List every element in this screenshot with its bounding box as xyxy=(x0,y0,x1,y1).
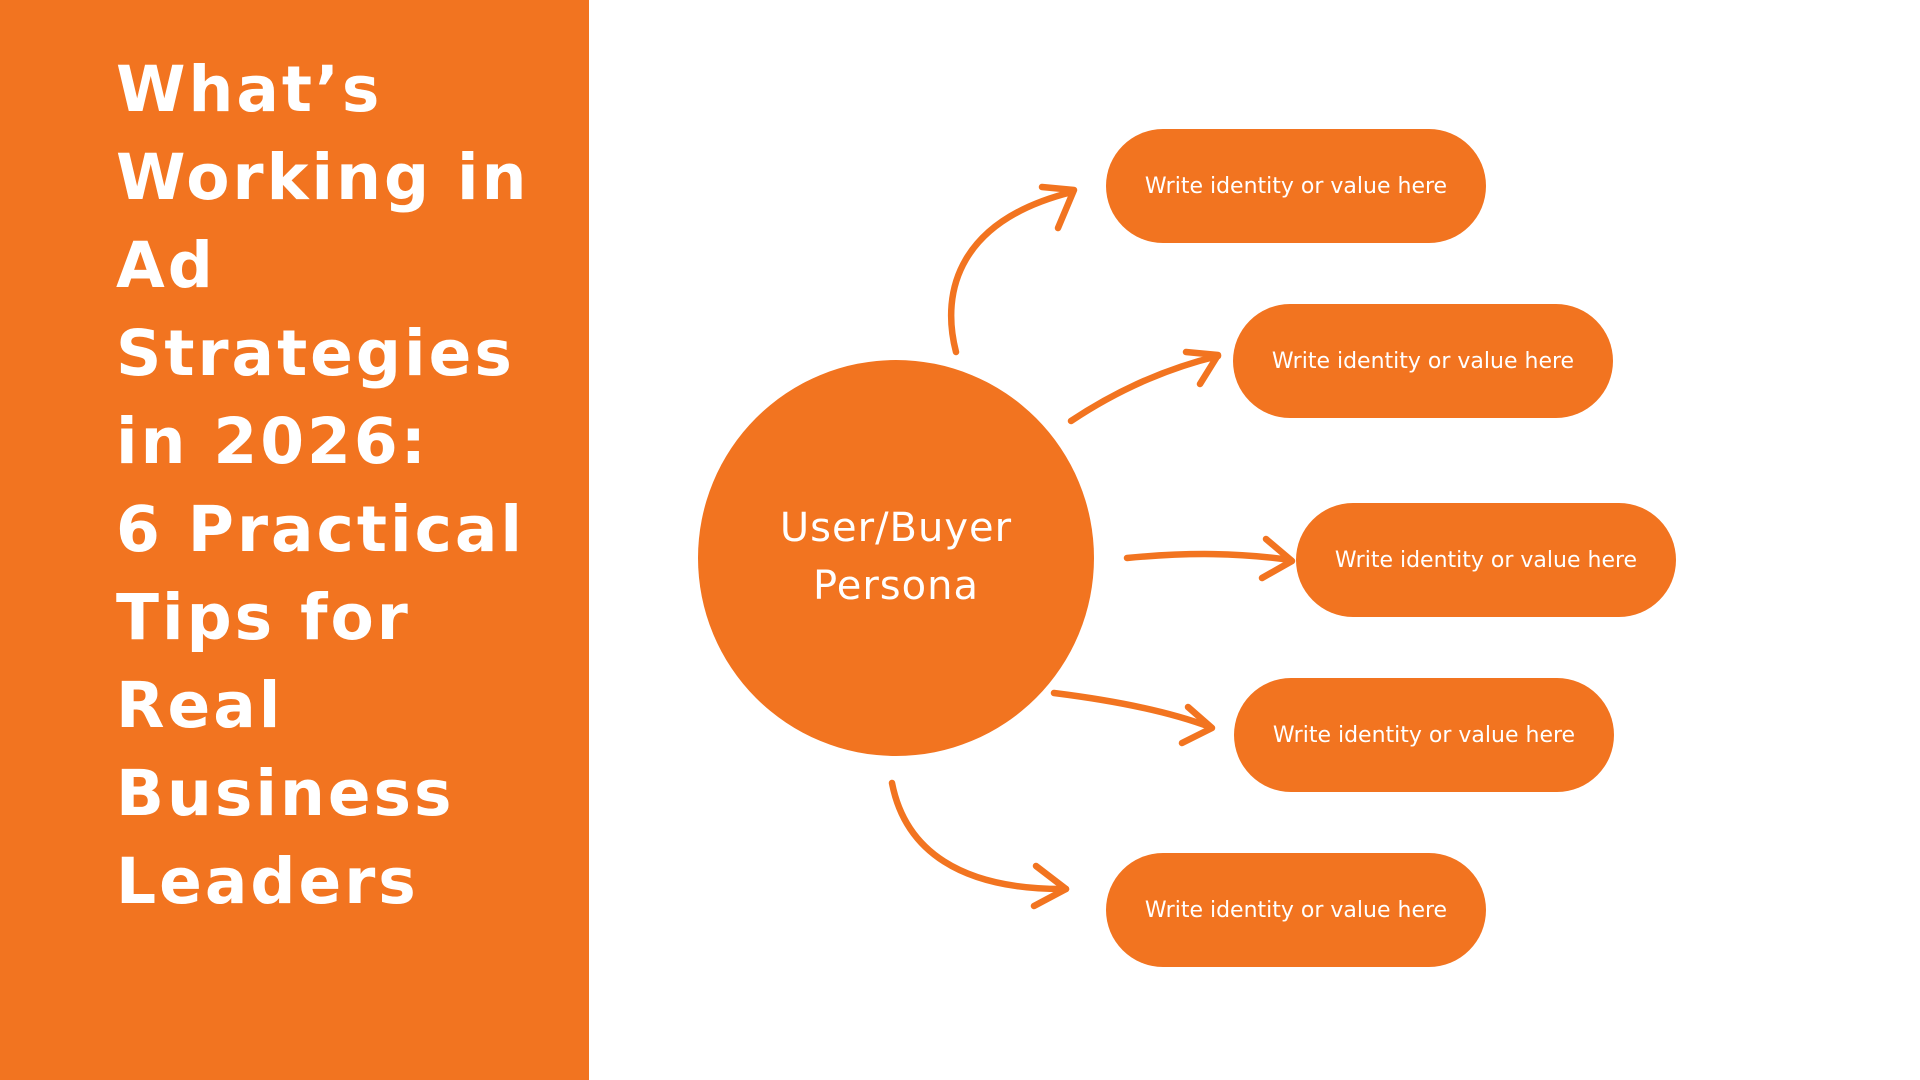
identity-node-label: Write identity or value here xyxy=(1144,897,1448,923)
identity-node-label: Write identity or value here xyxy=(1144,173,1448,199)
title-line: Real xyxy=(116,669,284,742)
arrow-to-node-2 xyxy=(1067,348,1222,425)
identity-node-3: Write identity or value here xyxy=(1296,503,1676,617)
identity-node-4: Write identity or value here xyxy=(1234,678,1614,792)
persona-circle xyxy=(698,360,1094,756)
title-line: Leaders xyxy=(116,845,419,918)
title-line: Business xyxy=(116,757,455,830)
title-line: Ad xyxy=(116,229,216,302)
title-line: Strategies xyxy=(116,317,515,390)
identity-node-2: Write identity or value here xyxy=(1233,304,1613,418)
arrow-to-node-5 xyxy=(888,779,1070,910)
title-line: Tips for xyxy=(116,581,411,654)
identity-node-label: Write identity or value here xyxy=(1334,547,1638,573)
arrow-to-node-3 xyxy=(1123,535,1296,582)
arrow-to-node-1 xyxy=(947,183,1078,356)
title-panel: What’s Working in Ad Strategies in 2026:… xyxy=(0,0,589,1080)
identity-node-label: Write identity or value here xyxy=(1271,348,1575,374)
identity-node-5: Write identity or value here xyxy=(1106,853,1486,967)
persona-label-line-2: Persona xyxy=(813,563,979,609)
title-line: in 2026: xyxy=(116,405,429,478)
identity-node-label: Write identity or value here xyxy=(1272,722,1576,748)
persona-label-line-1: User/Buyer xyxy=(779,505,1013,551)
title-line: 6 Practical xyxy=(116,493,526,566)
identity-node-1: Write identity or value here xyxy=(1106,129,1486,243)
title-line: What’s xyxy=(116,53,383,126)
arrow-to-node-4 xyxy=(1050,689,1216,747)
title-line: Working in xyxy=(116,141,530,214)
